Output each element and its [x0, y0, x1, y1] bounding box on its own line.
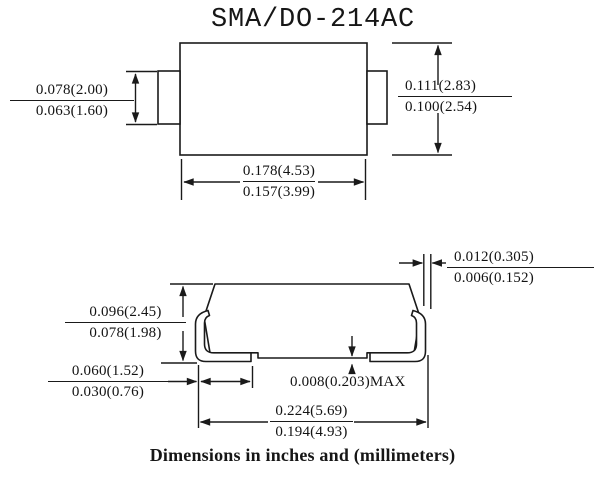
dim-body-height-min: 0.100(2.54)	[405, 99, 478, 115]
dim-lines-body-width	[180, 159, 367, 200]
dim-lead-thickness-min: 0.006(0.152)	[454, 270, 534, 286]
dim-label-lead-thickness: 0.012(0.305) 0.006(0.152)	[447, 249, 594, 286]
dim-overall-width-max: 0.224(5.69)	[270, 403, 353, 422]
dim-label-body-width: 0.178(4.53) 0.157(3.99)	[243, 163, 315, 200]
dim-lines-overall-width	[199, 355, 429, 428]
caption: Dimensions in inches and (millimeters)	[149, 445, 456, 465]
top-view-right-tab	[366, 70, 388, 125]
dim-body-width-min: 0.157(3.99)	[242, 184, 316, 200]
side-view-body	[203, 283, 421, 359]
top-view-left-tab	[157, 70, 181, 125]
dim-tab-height-min: 0.063(1.60)	[35, 103, 109, 119]
dim-lines-overall-height	[161, 283, 213, 364]
dim-foot-length-max: 0.060(1.52)	[48, 363, 168, 382]
dim-lead-thickness-max: 0.012(0.305)	[447, 249, 594, 268]
dim-lines-foot-length	[168, 365, 254, 428]
dim-body-width-max: 0.178(4.53)	[243, 163, 315, 182]
dim-foot-length-min: 0.030(0.76)	[71, 384, 145, 400]
dim-label-overall-width: 0.224(5.69) 0.194(4.93)	[270, 403, 353, 440]
dim-lines-lead-thickness	[399, 254, 446, 309]
page-title: SMA/DO-214AC	[211, 5, 416, 35]
side-view-right-lead	[369, 309, 427, 363]
dim-overall-height-max: 0.096(2.45)	[65, 304, 186, 323]
dim-label-tab-height: 0.078(2.00) 0.063(1.60)	[10, 82, 134, 119]
top-view-graphics	[126, 42, 452, 200]
dim-label-foot-length: 0.060(1.52) 0.030(0.76)	[48, 363, 168, 400]
dim-label-overall-height: 0.096(2.45) 0.078(1.98)	[65, 304, 186, 341]
dim-label-standoff: 0.008(0.203)MAX	[290, 374, 406, 390]
dim-lines-body-height	[392, 42, 452, 156]
dim-label-body-height: 0.111(2.83) 0.100(2.54)	[398, 78, 512, 115]
dim-overall-height-min: 0.078(1.98)	[89, 325, 162, 341]
side-view-left-lead	[194, 309, 252, 363]
side-view-graphics	[161, 254, 446, 428]
dim-overall-width-min: 0.194(4.93)	[275, 424, 348, 440]
top-view-body	[179, 42, 368, 156]
dim-lines-tab-height	[126, 70, 157, 126]
dim-body-height-max: 0.111(2.83)	[398, 78, 512, 97]
dim-tab-height-max: 0.078(2.00)	[10, 82, 134, 101]
